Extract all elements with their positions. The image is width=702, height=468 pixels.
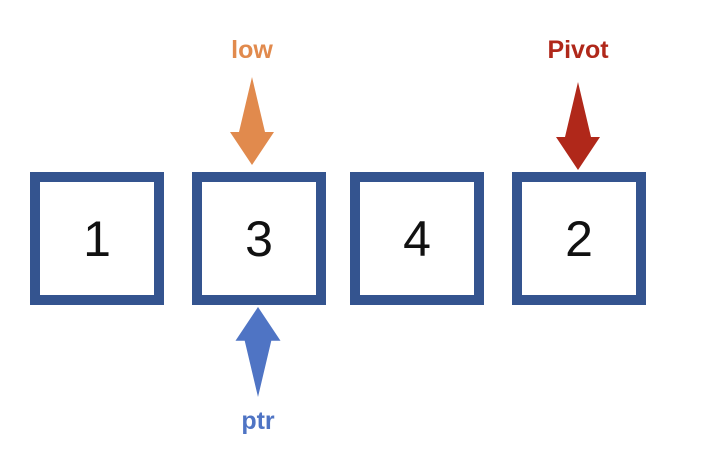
down-arrow-shape <box>230 77 274 165</box>
pointer-pivot: Pivot <box>513 36 643 170</box>
array-cell-value: 4 <box>403 210 431 267</box>
array-cell-value: 2 <box>565 210 593 267</box>
up-arrow-icon <box>235 307 281 397</box>
array-cell-4: 2 <box>512 172 646 305</box>
array-cell-2: 3 <box>192 172 326 305</box>
array-cell-1: 1 <box>30 172 164 305</box>
array-cell-3: 4 <box>350 172 484 305</box>
pointer-ptr: ptr <box>193 307 323 435</box>
array-cell-value: 1 <box>83 210 111 267</box>
pointer-low-label: low <box>231 36 273 64</box>
pointer-low: low <box>187 36 317 166</box>
array-cell-value: 3 <box>245 210 273 267</box>
pointer-ptr-label: ptr <box>241 407 275 435</box>
down-arrow-icon <box>556 82 600 170</box>
up-arrow-shape <box>235 307 281 397</box>
down-arrow-shape <box>556 82 600 170</box>
pointer-pivot-label: Pivot <box>547 36 609 64</box>
down-arrow-icon <box>230 77 274 165</box>
